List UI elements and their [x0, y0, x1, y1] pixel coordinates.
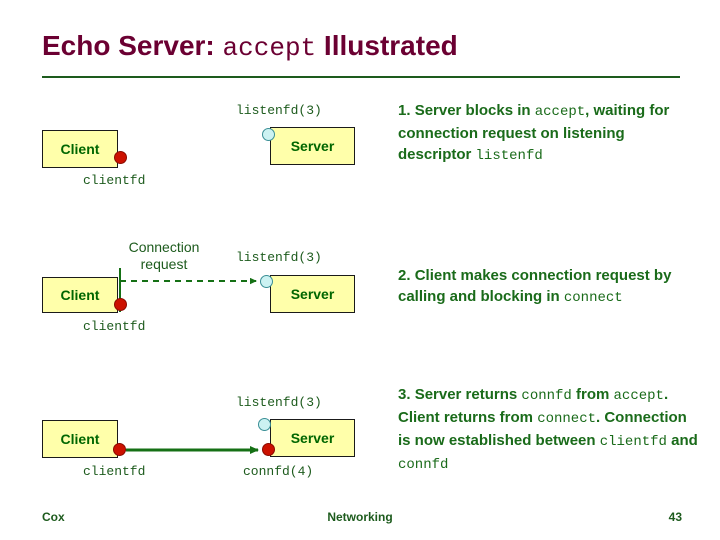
step-3-number: 3. — [398, 386, 415, 403]
stage2-clientfd-label: clientfd — [83, 319, 146, 334]
step-2-text: 2. Client makes connection request by ca… — [398, 265, 698, 309]
stage2-arrow-label-line2: request — [140, 256, 188, 272]
stage1-server-box: Server — [270, 127, 355, 165]
stage2-client-box: Client — [42, 277, 118, 313]
stage3-client-box: Client — [42, 420, 118, 458]
stage2-client-label: Client — [60, 287, 100, 303]
stage2-server-label: Server — [290, 286, 335, 302]
stage3-listenfd-dot — [258, 418, 271, 431]
step-3-t2: from — [571, 386, 614, 403]
stage1-server-label: Server — [290, 138, 335, 154]
step-2-t1: Client makes connection request by calli… — [398, 267, 672, 305]
footer-title: Networking — [327, 510, 393, 524]
step-1-text: 1. Server blocks in accept, waiting for … — [398, 100, 698, 167]
stage2-server-box: Server — [270, 275, 355, 313]
page-title: Echo Server: accept Illustrated — [42, 30, 682, 63]
step-3-t5: and — [666, 432, 698, 449]
stage2-listenfd-dot — [260, 275, 273, 288]
step-3-m5: connfd — [398, 457, 449, 473]
stage2-server-fd-label: listenfd(3) — [236, 250, 322, 265]
step-3-t4: . Connection is now established between — [398, 409, 687, 449]
step-3-text: 3. Server returns connfd from accept. Cl… — [398, 384, 700, 476]
stage3-established-connection-arrow — [118, 446, 259, 454]
stage3-connfd-dot — [262, 443, 275, 456]
stage3-server-label: Server — [290, 430, 335, 446]
step-3-m4: clientfd — [599, 434, 667, 450]
step-1-m1: accept — [534, 104, 586, 120]
stage3-connfd-label: connfd(4) — [243, 464, 314, 479]
page-title-suffix: Illustrated — [316, 30, 458, 61]
diagram-stage-3: listenfd(3) Client clientfd Server connf… — [42, 395, 355, 479]
step-3-m2: accept — [613, 388, 664, 404]
stage3-listenfd-label: listenfd(3) — [236, 395, 322, 410]
step-2-number: 2. — [398, 267, 415, 284]
step-3-m3: connect — [537, 411, 596, 427]
step-3-t3: . Client returns from — [398, 386, 669, 426]
diagram-stage-1: listenfd(3) Client clientfd Server — [42, 103, 355, 188]
stage2-arrow-label-line1: Connection — [128, 239, 200, 255]
page-title-prefix: Echo Server: — [42, 30, 223, 61]
footer-author: Cox — [42, 510, 65, 524]
stage1-listenfd-dot — [262, 128, 275, 141]
step-2-m1: connect — [563, 290, 623, 306]
step-1-number: 1. — [398, 102, 415, 119]
step-1-m2: listenfd — [475, 148, 543, 164]
step-1-t2: , waiting for connection request on list… — [398, 102, 670, 163]
footer-page-number: 43 — [668, 510, 682, 524]
stage3-server-box: Server — [270, 419, 355, 457]
stage1-clientfd-dot — [114, 151, 127, 164]
diagram-stage-2: Connection request listenfd(3) Client cl… — [42, 239, 355, 334]
stage1-client-label: Client — [60, 141, 100, 157]
step-1-t1: Server blocks in — [414, 102, 535, 119]
stage1-server-fd-label: listenfd(3) — [236, 103, 322, 118]
stage2-clientfd-dot — [114, 298, 127, 311]
stage1-clientfd-label: clientfd — [83, 173, 146, 188]
title-divider — [42, 76, 680, 78]
step-3-m1: connfd — [521, 388, 572, 404]
stage3-clientfd-dot — [113, 443, 126, 456]
page-title-mono: accept — [222, 33, 317, 63]
stage3-clientfd-label: clientfd — [83, 464, 146, 479]
step-3-t1: Server returns — [414, 386, 522, 403]
stage1-client-box: Client — [42, 130, 118, 168]
stage3-client-label: Client — [60, 431, 100, 447]
